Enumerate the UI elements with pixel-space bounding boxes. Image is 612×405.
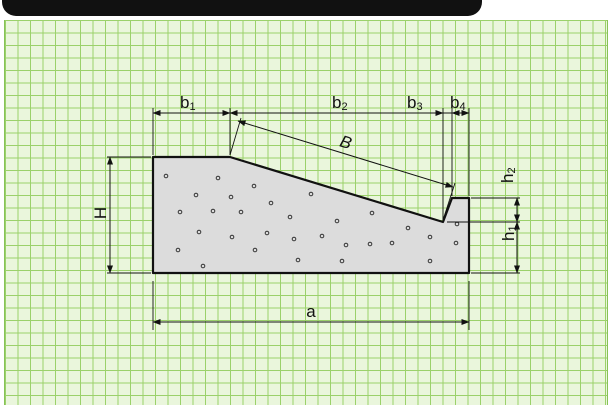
dim-line-B bbox=[237, 120, 454, 188]
label-b4: b4 bbox=[450, 93, 466, 113]
aggregate-dots bbox=[163, 173, 460, 269]
concrete-body bbox=[151, 155, 471, 275]
grid-background bbox=[4, 20, 608, 405]
label-b2: b2 bbox=[332, 93, 348, 113]
header-bar bbox=[0, 0, 612, 20]
concrete-section bbox=[151, 155, 471, 275]
label-b1: b1 bbox=[180, 93, 196, 113]
dimension-lines bbox=[107, 110, 520, 325]
title-pill bbox=[2, 0, 482, 16]
label-a: a bbox=[306, 302, 316, 321]
label-h1: h1 bbox=[499, 225, 519, 241]
label-h2: h2 bbox=[498, 167, 518, 183]
label-B: B bbox=[338, 132, 354, 153]
label-H: H bbox=[91, 207, 110, 219]
label-b3: b3 bbox=[407, 93, 423, 113]
